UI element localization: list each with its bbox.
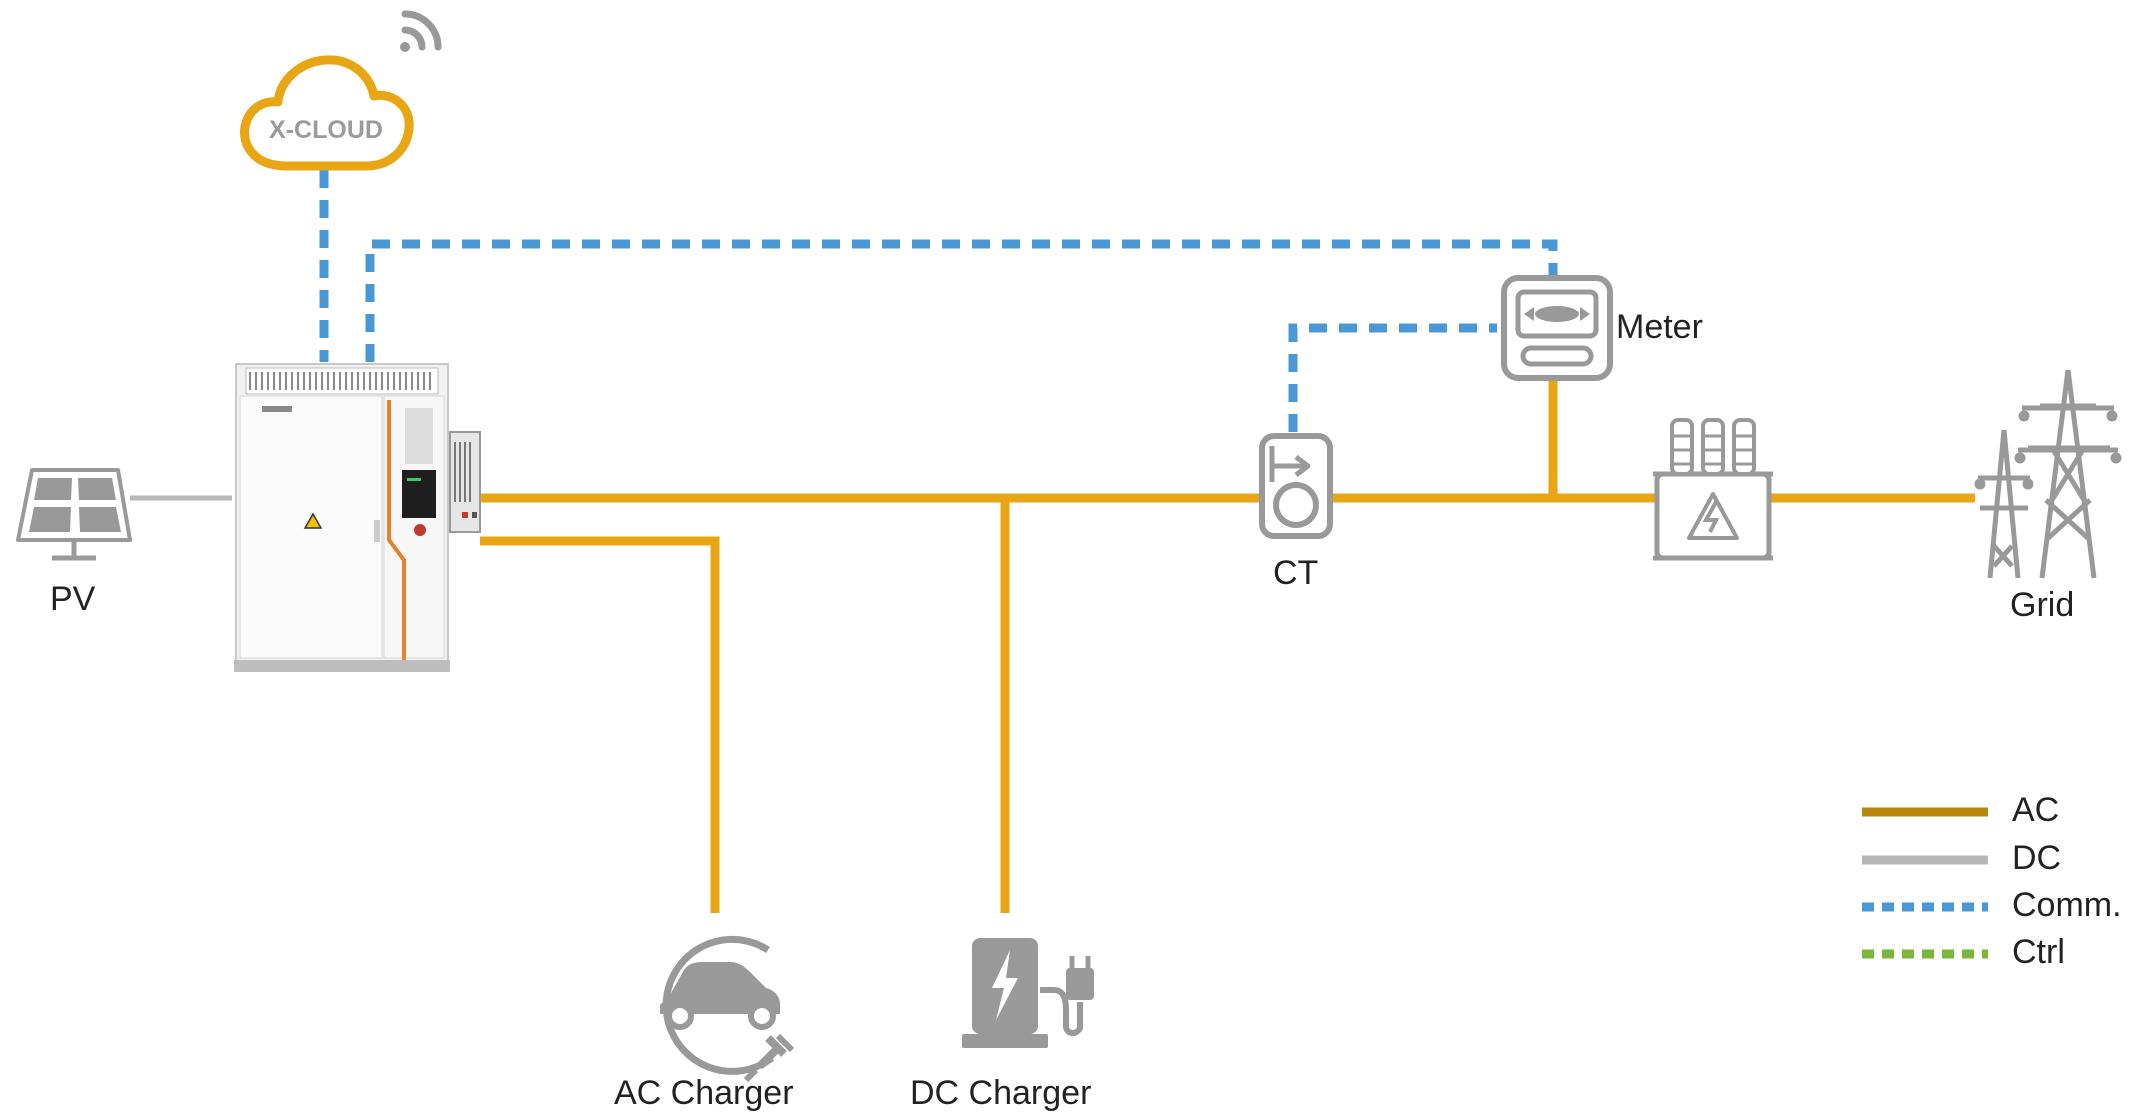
legend-label-ctrl: Ctrl bbox=[2012, 933, 2065, 971]
ev-car-icon bbox=[660, 935, 795, 1083]
dc-charger-label: DC Charger bbox=[910, 1074, 1092, 1112]
cloud-label: X-CLOUD bbox=[269, 116, 383, 144]
energy-storage-cabinet-icon bbox=[234, 363, 481, 672]
legend-label-ac: AC bbox=[2012, 791, 2060, 829]
meter-label: Meter bbox=[1616, 308, 1703, 346]
grid-label: Grid bbox=[2010, 586, 2075, 624]
ac-line-ac-charger bbox=[480, 536, 720, 913]
cloud-icon: X-CLOUD bbox=[240, 55, 414, 171]
pv-label: PV bbox=[50, 580, 96, 618]
transmission-tower-icon bbox=[1974, 369, 2122, 579]
ct-label: CT bbox=[1273, 554, 1319, 592]
current-transformer-icon bbox=[1259, 433, 1333, 539]
charging-station-icon bbox=[962, 938, 1094, 1048]
legend bbox=[1862, 807, 1988, 959]
ac-charger-label: AC Charger bbox=[614, 1074, 794, 1112]
legend-label-comm: Comm. bbox=[2012, 886, 2122, 924]
comm-lines bbox=[319, 170, 1558, 432]
ac-lines bbox=[480, 378, 1975, 913]
comm-line-ct bbox=[1288, 323, 1497, 432]
solar-panel-icon bbox=[16, 468, 132, 561]
legend-label-dc: DC bbox=[2012, 839, 2062, 877]
meter-icon bbox=[1501, 275, 1613, 381]
transformer-icon bbox=[1653, 418, 1773, 561]
comm-line-meter bbox=[365, 239, 1558, 362]
wifi-icon bbox=[400, 10, 442, 52]
